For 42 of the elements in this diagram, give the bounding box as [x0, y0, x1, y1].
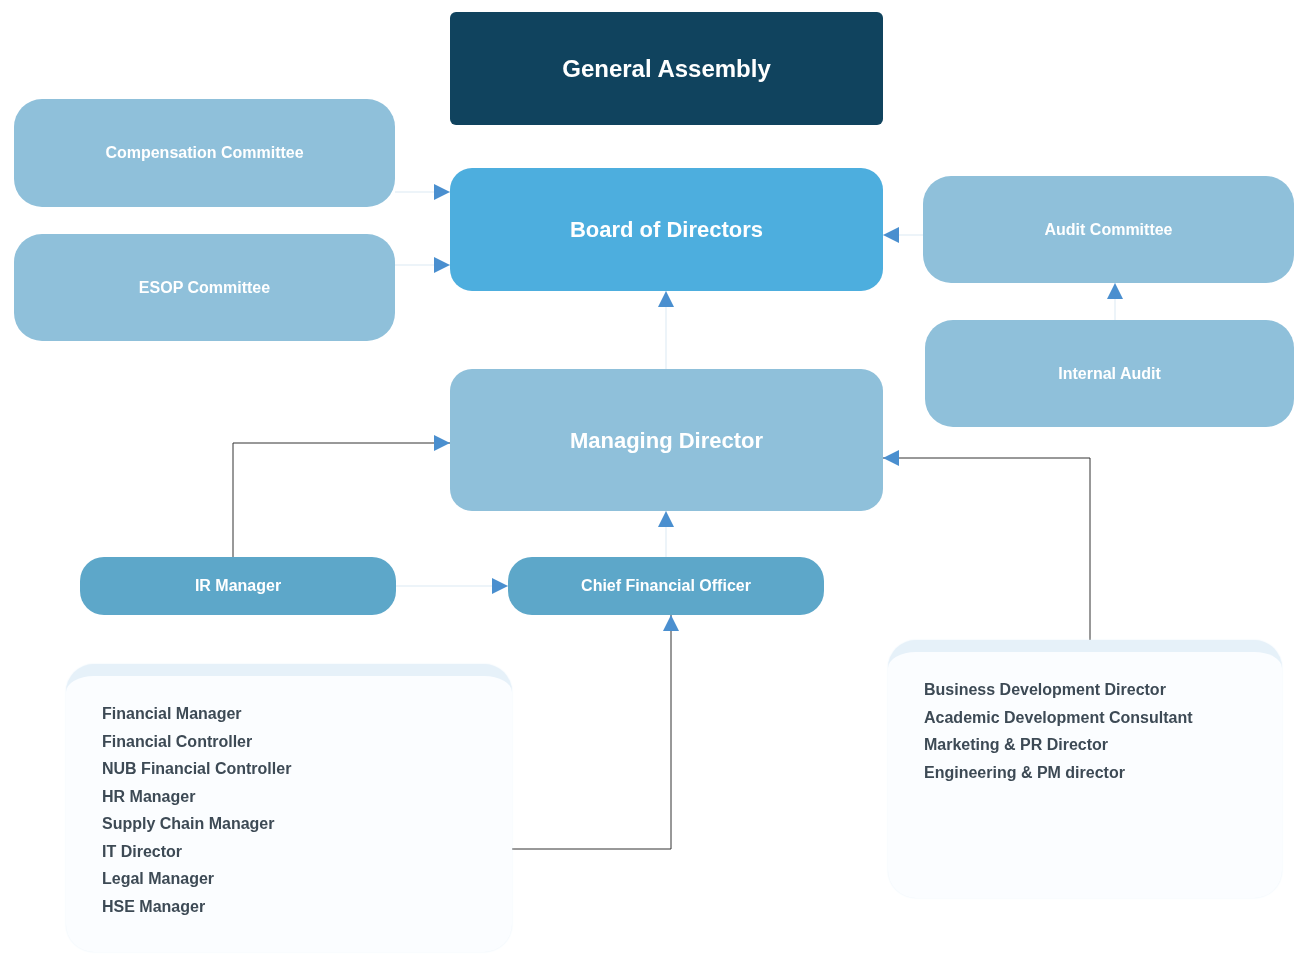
org-box	[923, 176, 1294, 283]
box-label: IR Manager	[193, 576, 283, 596]
role-name: Business Development Director	[924, 680, 1166, 700]
box-label: Audit Committee	[1043, 219, 1174, 240]
connector-arrow	[394, 184, 451, 200]
org-box	[450, 369, 883, 511]
box-label: Compensation Committee	[104, 143, 305, 163]
connector-arrow	[511, 614, 679, 850]
org-box	[14, 99, 395, 207]
role-name: Marketing & PR Director	[924, 735, 1109, 755]
box-label: General Assembly	[561, 53, 772, 84]
role-name: NUB Financial Controller	[102, 759, 292, 779]
role-name: Engineering & PM director	[924, 762, 1125, 783]
org-box	[508, 557, 824, 615]
org-box	[80, 557, 396, 615]
org-box	[450, 168, 883, 291]
role-name: Financial Controller	[102, 731, 253, 752]
role-list-panel	[888, 640, 1282, 898]
org-box	[450, 12, 883, 125]
connector-arrow	[1107, 282, 1123, 321]
connector-arrow	[395, 578, 509, 594]
org-box	[925, 320, 1294, 427]
role-name: IT Director	[102, 841, 182, 862]
connector-arrow	[658, 290, 674, 370]
role-list-panel	[66, 664, 512, 952]
connector-arrow	[394, 257, 451, 273]
role-name: Supply Chain Manager	[102, 814, 275, 834]
connector-arrow	[232, 435, 451, 558]
box-label: Managing Director	[568, 426, 765, 455]
role-name: HSE Manager	[102, 896, 206, 917]
box-label: Chief Financial Officer	[580, 576, 752, 596]
box-label: ESOP Committee	[137, 277, 272, 298]
role-name: Financial Manager	[102, 704, 242, 724]
role-name: Legal Manager	[102, 869, 215, 889]
org-box	[14, 234, 395, 341]
connector-arrow	[658, 510, 674, 558]
box-label: Board of Directors	[568, 216, 765, 244]
connector-arrow	[882, 227, 924, 243]
role-name: Academic Development Consultant	[924, 707, 1193, 728]
role-name: HR Manager	[102, 786, 196, 807]
box-label: Internal Audit	[1057, 363, 1162, 384]
connector-arrow	[882, 450, 1091, 641]
